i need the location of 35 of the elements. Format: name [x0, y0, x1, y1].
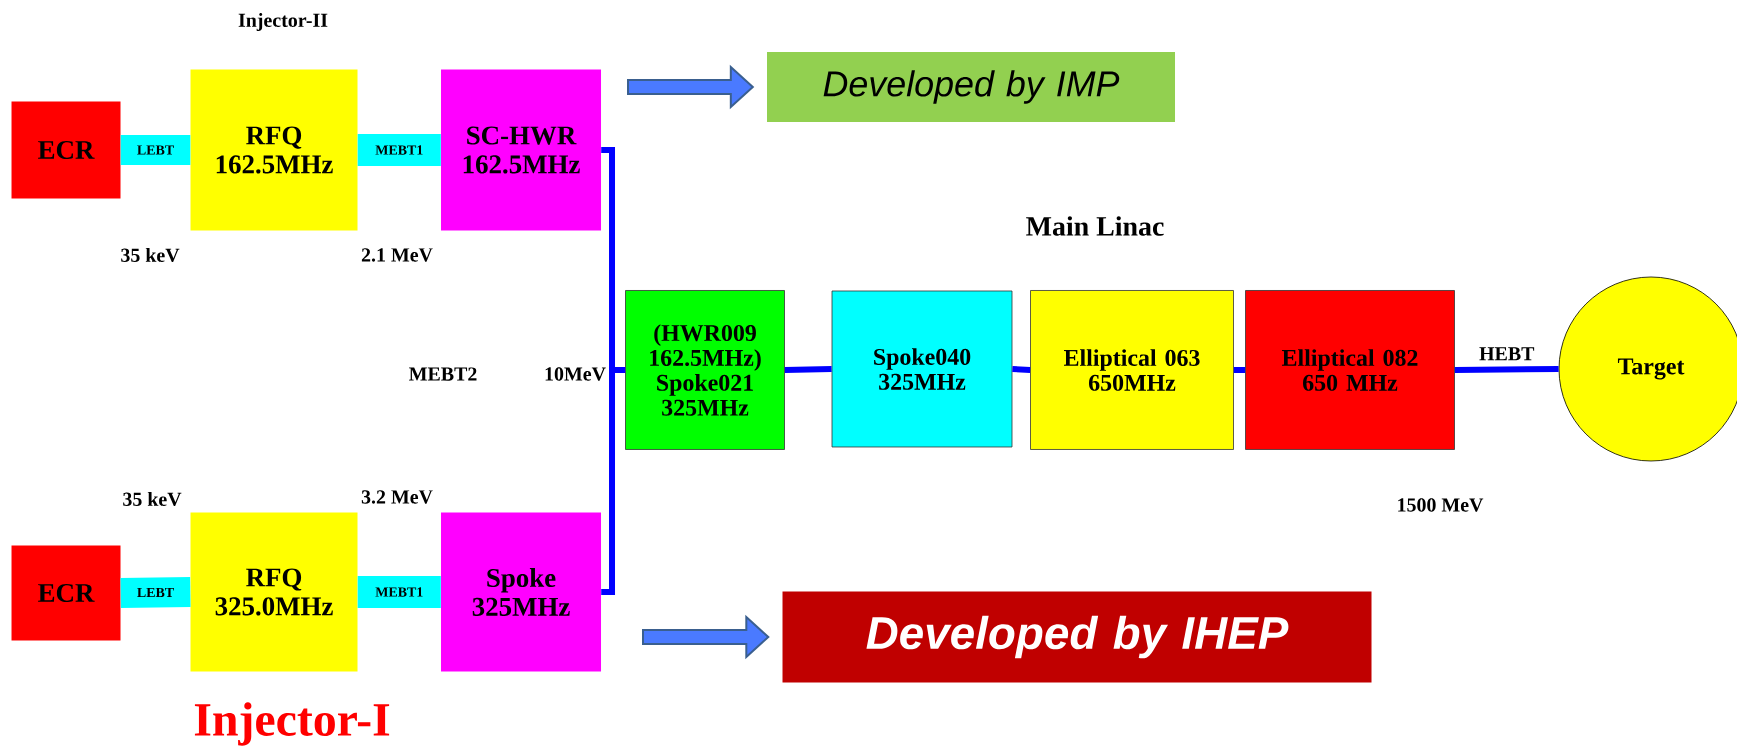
- energy-label: 3.2 MeV: [361, 490, 433, 504]
- note-box: Developed by IHEP: [782, 591, 1372, 683]
- component-box: SC-HWR 162.5MHz: [441, 69, 601, 231]
- cavity-box: Spoke040 325MHz: [831, 290, 1013, 448]
- component-box: ECR: [11, 545, 121, 641]
- section-title: Main Linac: [1026, 216, 1164, 236]
- edge-label: MEBT1: [374, 586, 425, 598]
- energy-label: 10MeV: [545, 367, 606, 381]
- beam-line: [1233, 367, 1246, 373]
- energy-label: MEBT2: [409, 367, 477, 381]
- component-box: ECR: [11, 101, 121, 199]
- cavity-box: Elliptical 082 650 MHz: [1245, 290, 1455, 450]
- component-box: RFQ 325.0MHz: [190, 512, 358, 672]
- energy-label: 2.1 MeV: [361, 248, 433, 262]
- energy-label: 1500 MeV: [1398, 498, 1484, 512]
- component-box: RFQ 162.5MHz: [190, 69, 358, 231]
- energy-label: Injector-II: [238, 12, 328, 32]
- edge-label: LEBT: [135, 144, 176, 156]
- section-title: Injector-I: [194, 702, 390, 746]
- transport-line: [120, 577, 191, 608]
- transport-line: [120, 135, 191, 165]
- edge-label: HEBT: [1478, 346, 1536, 362]
- cavity-box: (HWR009 162.5MHz) Spoke021 325MHz: [625, 290, 785, 450]
- note-box: Developed by IMP: [767, 52, 1175, 122]
- beam-line: [601, 367, 626, 595]
- beam-line: [1012, 366, 1031, 373]
- edge-label: MEBT1: [374, 144, 425, 156]
- beam-line: [784, 366, 832, 373]
- transport-line: [357, 576, 441, 608]
- energy-label: 35 keV: [121, 247, 180, 263]
- component-box: Spoke 325MHz: [441, 512, 601, 672]
- energy-label: 35 keV: [123, 491, 182, 507]
- cavity-box: Elliptical 063 650MHz: [1030, 290, 1234, 450]
- transport-line: [357, 134, 441, 166]
- beam-line: [1454, 366, 1559, 373]
